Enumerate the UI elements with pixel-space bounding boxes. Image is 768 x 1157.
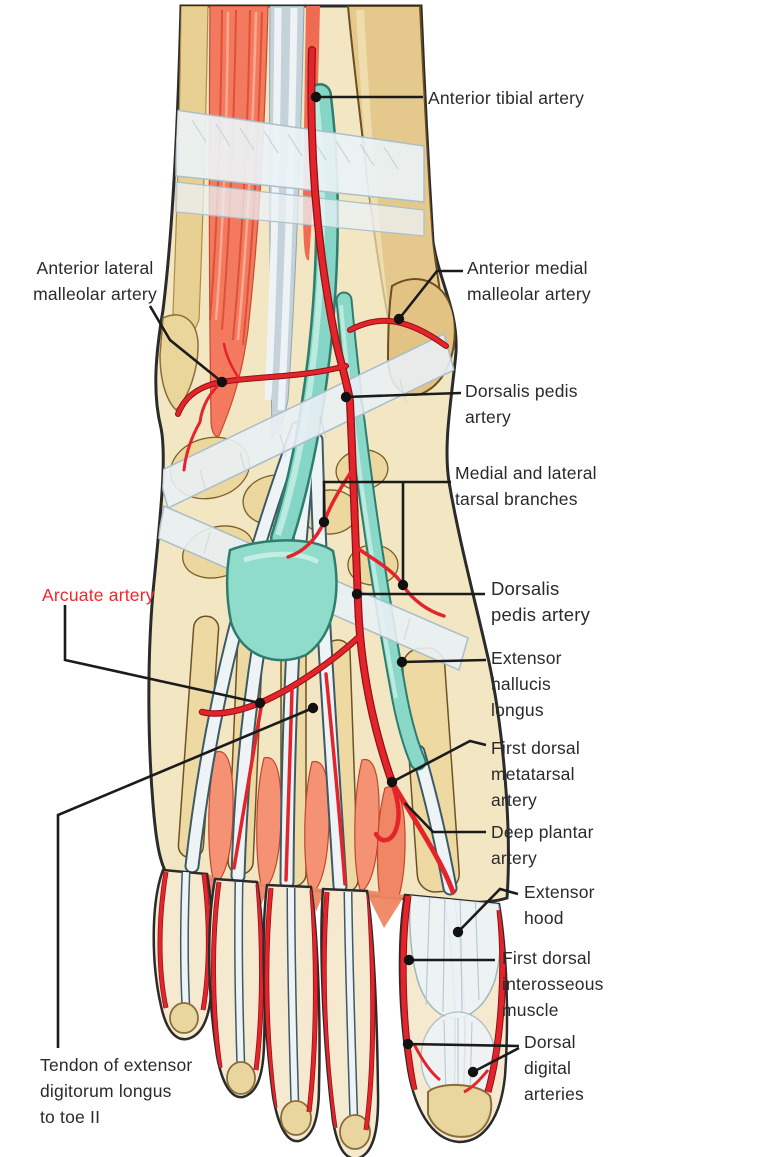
label-anterior-tibial-artery: Anterior tibial artery (428, 88, 585, 108)
label-anterior-medial-malleolar-artery: Anterior medial malleolar artery (467, 258, 591, 304)
leader-dots (216, 91, 479, 1078)
label-dorsalis-pedis-artery-lower: Dorsalis pedis artery (491, 578, 591, 625)
label-dorsalis-pedis-artery-upper: Dorsalis pedis artery (465, 381, 578, 427)
label-medial-lateral-tarsal-branches: Medial and lateral tarsal branches (455, 463, 597, 509)
leader-lines (56, 95, 520, 1074)
label-arcuate-artery: Arcuate artery (42, 585, 155, 605)
label-first-dorsal-metatarsal-artery: First dorsal metatarsal artery (491, 738, 580, 810)
label-deep-plantar-artery: Deep plantar artery (491, 822, 594, 868)
label-tendon-extensor-digitorum-longus-toe2: Tendon of extensor digitorum longus to t… (40, 1055, 193, 1127)
label-anterior-lateral-malleolar-artery: Anterior lateral malleolar artery (33, 258, 157, 304)
label-dorsal-digital-arteries: Dorsal digital arteries (524, 1032, 584, 1104)
label-first-dorsal-interosseous-muscle: First dorsal interosseous muscle (502, 948, 604, 1020)
label-extensor-hallucis-longus: Extensor hallucis longus (491, 648, 562, 720)
label-extensor-hood: Extensor hood (524, 882, 595, 928)
